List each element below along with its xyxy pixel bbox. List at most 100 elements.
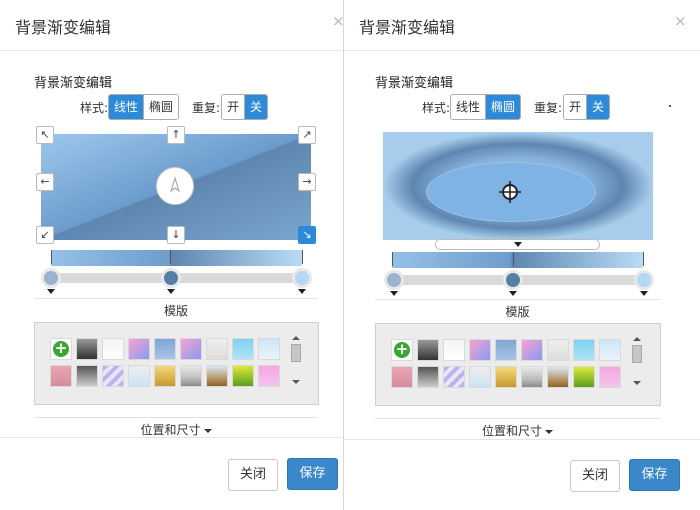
gradient-tick xyxy=(643,252,644,266)
scrollbar[interactable] xyxy=(631,337,643,391)
dialog-header: 背景渐变编辑 × xyxy=(344,0,700,51)
divider xyxy=(375,299,660,300)
template-swatch[interactable] xyxy=(258,338,280,360)
template-swatch[interactable] xyxy=(573,366,595,388)
save-button[interactable]: 保存 xyxy=(287,458,338,490)
footer-divider xyxy=(344,439,700,440)
chevron-down-icon xyxy=(509,291,517,296)
scrollbar[interactable] xyxy=(290,336,302,390)
arrow-up-icon[interactable]: ↑ xyxy=(167,126,185,144)
template-swatch[interactable] xyxy=(102,338,124,360)
position-size-dropdown[interactable]: 位置和尺寸 xyxy=(375,422,660,439)
template-swatch[interactable] xyxy=(521,366,543,388)
template-swatch[interactable] xyxy=(76,365,98,387)
repeat-option-off[interactable]: 关 xyxy=(244,95,267,119)
angle-dial-icon[interactable] xyxy=(156,167,194,205)
template-swatch[interactable] xyxy=(232,338,254,360)
arrow-left-icon[interactable]: ← xyxy=(36,173,54,191)
template-swatch[interactable] xyxy=(599,366,621,388)
arrow-down-icon[interactable]: ↓ xyxy=(167,226,185,244)
template-swatch[interactable] xyxy=(547,366,569,388)
close-icon[interactable]: × xyxy=(332,12,344,30)
template-swatch[interactable] xyxy=(206,338,228,360)
gradient-tick xyxy=(302,250,303,264)
color-stop[interactable] xyxy=(161,268,181,288)
template-swatch[interactable] xyxy=(417,366,439,388)
gradient-bar[interactable] xyxy=(392,252,643,268)
template-swatch[interactable] xyxy=(154,365,176,387)
save-button[interactable]: 保存 xyxy=(629,459,680,491)
scroll-up-icon[interactable] xyxy=(292,336,300,340)
close-button[interactable]: 关闭 xyxy=(228,459,278,491)
add-template-button[interactable]: + xyxy=(50,338,72,360)
caret-down-icon xyxy=(545,430,553,434)
section-title: 背景渐变编辑 xyxy=(34,72,112,91)
scroll-down-icon[interactable] xyxy=(292,380,300,384)
color-stop[interactable] xyxy=(634,270,654,290)
template-swatch[interactable] xyxy=(417,339,439,361)
color-stop[interactable] xyxy=(41,268,61,288)
repeat-option-off[interactable]: 关 xyxy=(586,95,609,119)
template-swatch[interactable] xyxy=(128,338,150,360)
arrow-right-icon[interactable]: → xyxy=(298,173,316,191)
gradient-bar[interactable] xyxy=(51,250,302,266)
close-icon[interactable]: × xyxy=(674,12,687,30)
template-swatch[interactable] xyxy=(154,338,176,360)
position-size-dropdown[interactable]: 位置和尺寸 xyxy=(34,421,318,438)
template-swatch[interactable] xyxy=(469,366,491,388)
color-stop[interactable] xyxy=(292,268,312,288)
template-swatch[interactable] xyxy=(102,365,124,387)
crosshair-icon[interactable] xyxy=(498,180,522,204)
template-swatch[interactable] xyxy=(573,339,595,361)
style-option-ellipse[interactable]: 椭圆 xyxy=(485,95,520,119)
style-option-linear[interactable]: 线性 xyxy=(451,95,485,119)
template-swatch[interactable] xyxy=(495,339,517,361)
style-option-linear[interactable]: 线性 xyxy=(109,95,143,119)
template-swatch[interactable] xyxy=(521,339,543,361)
template-swatch[interactable] xyxy=(128,365,150,387)
divider xyxy=(34,417,318,418)
templates-box: + xyxy=(375,323,661,406)
template-swatch[interactable] xyxy=(599,339,621,361)
template-swatch[interactable] xyxy=(258,365,280,387)
template-swatch[interactable] xyxy=(206,365,228,387)
repeat-option-on[interactable]: 开 xyxy=(222,95,244,119)
template-swatch[interactable] xyxy=(180,365,202,387)
scroll-up-icon[interactable] xyxy=(633,337,641,341)
dialog-title: 背景渐变编辑 xyxy=(15,14,111,38)
chevron-down-icon xyxy=(47,289,55,294)
plus-circle-icon: + xyxy=(53,341,69,357)
gradient-tick xyxy=(392,252,393,266)
style-option-ellipse[interactable]: 椭圆 xyxy=(143,95,178,119)
add-template-button[interactable]: + xyxy=(391,339,413,361)
color-stop[interactable] xyxy=(503,270,523,290)
scrollbar-thumb[interactable] xyxy=(291,344,301,362)
section-title: 背景渐变编辑 xyxy=(375,72,453,91)
template-swatch[interactable] xyxy=(232,365,254,387)
divider xyxy=(34,298,318,299)
close-button[interactable]: 关闭 xyxy=(570,460,620,492)
chevron-down-icon xyxy=(298,289,306,294)
arrow-up-left-icon[interactable]: ↖ xyxy=(36,126,54,144)
template-swatch[interactable] xyxy=(547,339,569,361)
arrow-up-right-icon[interactable]: ↗ xyxy=(298,126,316,144)
repeat-option-on[interactable]: 开 xyxy=(564,95,586,119)
color-stop[interactable] xyxy=(384,270,404,290)
template-swatch[interactable] xyxy=(50,365,72,387)
template-swatch[interactable] xyxy=(495,366,517,388)
template-swatch[interactable] xyxy=(443,366,465,388)
ellipse-size-handle[interactable] xyxy=(435,239,600,250)
template-swatch[interactable] xyxy=(391,366,413,388)
template-swatch[interactable] xyxy=(469,339,491,361)
scroll-down-icon[interactable] xyxy=(633,381,641,385)
arrow-down-left-icon[interactable]: ↙ xyxy=(36,226,54,244)
template-swatch[interactable] xyxy=(180,338,202,360)
chevron-down-icon xyxy=(514,242,522,247)
arrow-down-right-icon[interactable]: ↘ xyxy=(298,226,316,244)
template-swatch[interactable] xyxy=(76,338,98,360)
gradient-editor-dialog-ellipse: 背景渐变编辑 × 背景渐变编辑 样式: 线性 椭圆 重复: 开 关 模版 + xyxy=(344,0,700,510)
scrollbar-thumb[interactable] xyxy=(632,345,642,363)
repeat-label: 重复: xyxy=(192,99,220,116)
template-swatch[interactable] xyxy=(443,339,465,361)
gradient-tick xyxy=(51,250,52,264)
